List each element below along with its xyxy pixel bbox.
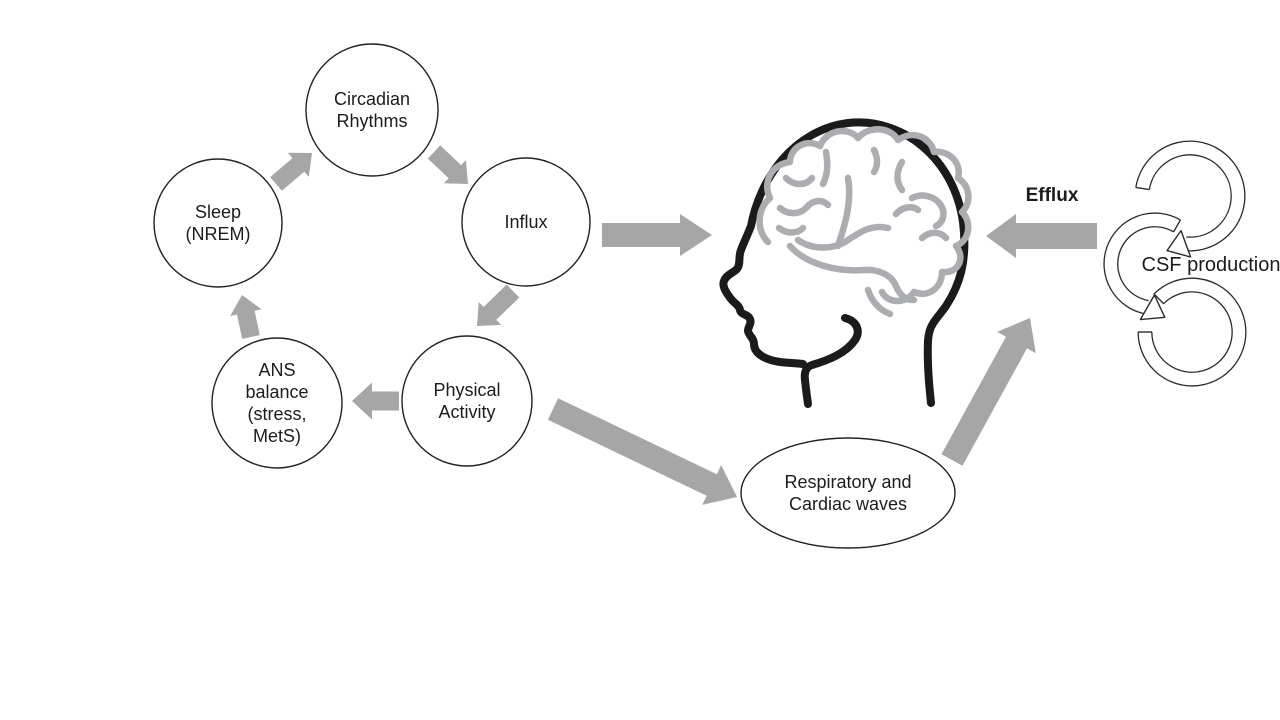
label-line: Respiratory and <box>784 472 912 492</box>
head-jaw-neck <box>800 314 862 408</box>
circle-ans <box>211 337 343 469</box>
cycle-arrowhead <box>1166 229 1192 258</box>
cycle-arrowhead <box>1139 294 1166 321</box>
label-line: Physical <box>433 380 501 400</box>
label-ans: ANS balance (stress, MetS) <box>245 359 308 447</box>
label-line: balance <box>245 382 309 402</box>
arrow-sleep-to-circadian <box>270 152 312 191</box>
cycle-ring <box>1138 278 1246 386</box>
arrow-influx-to-head <box>602 214 712 256</box>
label-line: (stress, <box>247 404 307 424</box>
label-efflux: Efflux <box>1026 185 1079 207</box>
brain-icon <box>756 126 972 318</box>
cycle-ring-cap <box>1135 186 1150 191</box>
cycle-ring-cap <box>1153 293 1165 305</box>
circle-influx <box>461 157 591 287</box>
brain-squiggle <box>776 197 832 217</box>
arrow-influx-to-physical <box>477 284 520 326</box>
label-line: CSF production <box>1141 254 1280 276</box>
circle-physical <box>401 335 533 467</box>
circle-circadian <box>305 43 439 177</box>
circle-sleep <box>153 158 283 288</box>
label-respiratory: Respiratory and Cardiac waves <box>784 471 911 515</box>
arrow-ans-to-sleep <box>230 295 262 339</box>
arrow-physical-to-respiratory <box>547 398 737 505</box>
arrow-efflux <box>986 214 1097 258</box>
label-line: Circadian <box>333 89 411 109</box>
arrow-respiratory-to-head <box>941 318 1036 466</box>
brain-squiggle <box>918 229 950 242</box>
head-profile-icon <box>719 118 969 408</box>
brain-outline <box>756 126 972 305</box>
cycle-ring <box>1136 141 1245 251</box>
brain-squiggle <box>870 146 881 176</box>
brain-squiggle <box>894 158 906 194</box>
label-line: Efflux <box>1025 185 1079 206</box>
brain-squiggle <box>864 286 894 318</box>
brain-squiggle <box>834 174 853 250</box>
label-line: ANS <box>258 360 296 380</box>
brain-squiggle <box>794 223 892 251</box>
label-line: Influx <box>504 212 548 232</box>
cycle-ring <box>1104 213 1181 314</box>
label-circadian: Circadian Rhythms <box>334 88 410 132</box>
brain-squiggle <box>775 224 807 236</box>
label-physical: Physical Activity <box>433 379 500 423</box>
label-csf-production: CSF production <box>1142 254 1280 276</box>
head-outline <box>719 118 969 407</box>
cycle-arrows-icon <box>1103 140 1247 387</box>
brain-squiggle <box>786 242 918 304</box>
brain-squiggle <box>782 174 816 188</box>
arrow-circadian-to-influx <box>427 145 468 184</box>
label-line: Sleep <box>194 202 242 222</box>
label-line: MetS) <box>252 426 301 446</box>
node-shapes <box>153 43 956 549</box>
brain-squiggle <box>819 148 831 188</box>
cycle-ring-cap <box>1172 219 1182 233</box>
ellipse-respiratory <box>740 437 956 549</box>
label-line: Activity <box>438 402 496 422</box>
label-sleep: Sleep (NREM) <box>186 201 251 245</box>
arrow-group <box>230 145 1097 505</box>
label-line: Cardiac waves <box>788 494 908 514</box>
brain-squiggle <box>892 203 922 218</box>
brain-squiggle <box>908 192 947 230</box>
label-influx: Influx <box>504 211 547 233</box>
arrow-physical-to-ans <box>352 382 399 420</box>
label-line: (NREM) <box>185 224 251 244</box>
label-line: Rhythms <box>336 111 408 131</box>
